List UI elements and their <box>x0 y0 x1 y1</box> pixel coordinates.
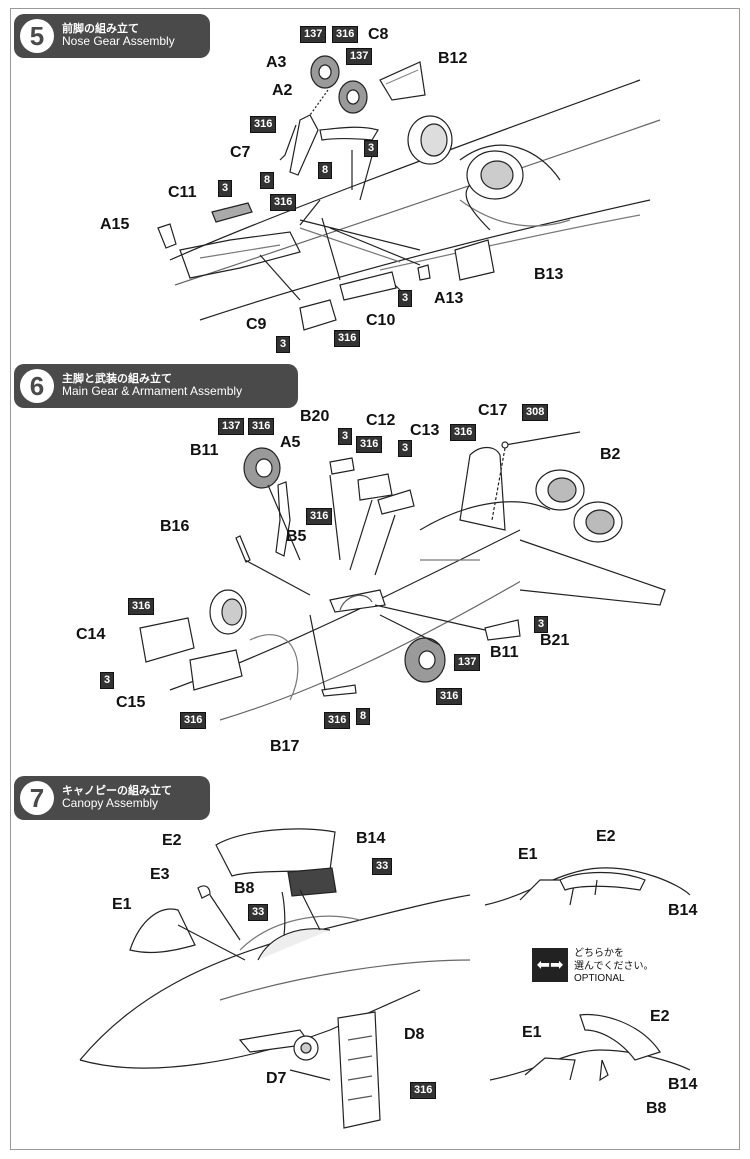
part-label-c9: C9 <box>246 316 267 333</box>
paint-code-badge: 8 <box>318 162 333 179</box>
optional-jp-line2: 選んでください。 <box>574 960 654 972</box>
step7-option-a-drawing <box>484 867 691 906</box>
part-label-c7: C7 <box>230 144 251 161</box>
paint-code-badge: 137 <box>300 26 327 43</box>
optional-note: ⬅➡ どちらかを 選んでください。 OPTIONAL <box>532 948 654 986</box>
step6-title-en: Main Gear & Armament Assembly <box>62 384 243 399</box>
paint-code-badge: 3 <box>338 428 353 445</box>
paint-code-badge: 137 <box>218 418 245 435</box>
step6-title-jp: 主脚と武装の組み立て <box>62 372 172 385</box>
option-b-label-e2: E2 <box>650 1008 670 1025</box>
step5-fuselage-drawing <box>169 79 661 321</box>
step5-title-en: Nose Gear Assembly <box>62 34 175 49</box>
paint-code-badge: 3 <box>398 290 413 307</box>
part-label-c14: C14 <box>76 626 106 643</box>
part-label-b11-bottom: B11 <box>490 644 519 661</box>
step7-title-en: Canopy Assembly <box>62 796 159 811</box>
part-label-c15: C15 <box>116 694 146 711</box>
step5-header: 5 前脚の組み立て Nose Gear Assembly <box>14 14 210 58</box>
part-label-a3: A3 <box>266 54 287 71</box>
part-label-b16: B16 <box>160 518 190 535</box>
paint-code-badge: 316 <box>356 436 383 453</box>
part-label-b14: B14 <box>356 830 386 847</box>
paint-code-badge: 316 <box>248 418 275 435</box>
paint-code-badge: 316 <box>128 598 155 615</box>
part-label-b21: B21 <box>540 632 570 649</box>
paint-code-badge: 137 <box>346 48 373 65</box>
part-label-d8: D8 <box>404 1026 425 1043</box>
part-label-b20: B20 <box>300 408 330 425</box>
option-a-label-b14: B14 <box>668 902 698 919</box>
step6-parts <box>139 431 581 697</box>
optional-en: OPTIONAL <box>574 973 625 984</box>
paint-code-badge: 308 <box>522 404 549 421</box>
step6-header: 6 主脚と武装の組み立て Main Gear & Armament Assemb… <box>14 364 298 408</box>
step6-number: 6 <box>20 369 54 403</box>
step7-fuselage-drawing <box>79 894 471 1069</box>
paint-code-badge: 8 <box>260 172 275 189</box>
paint-code-badge: 316 <box>334 330 361 347</box>
part-label-c13: C13 <box>410 422 440 439</box>
step5-title-jp: 前脚の組み立て <box>62 22 139 35</box>
part-label-e2: E2 <box>162 832 182 849</box>
paint-code-badge: 3 <box>100 672 115 689</box>
option-a-label-e1: E1 <box>518 846 538 863</box>
part-label-c17: C17 <box>478 402 508 419</box>
step7-option-b-drawing <box>489 1013 691 1082</box>
part-label-e3: E3 <box>150 866 170 883</box>
paint-code-badge: 316 <box>270 194 297 211</box>
part-label-e1: E1 <box>112 896 132 913</box>
part-label-a13: A13 <box>434 290 464 307</box>
paint-code-badge: 33 <box>248 904 269 921</box>
part-label-b12: B12 <box>438 50 468 67</box>
paint-code-badge: 316 <box>436 688 463 705</box>
paint-code-badge: 316 <box>306 508 333 525</box>
paint-code-badge: 316 <box>450 424 477 441</box>
option-b-label-b14: B14 <box>668 1076 698 1093</box>
paint-code-badge: 316 <box>410 1082 437 1099</box>
part-label-c8: C8 <box>368 26 389 43</box>
option-b-label-e1: E1 <box>522 1024 542 1041</box>
part-label-b17: B17 <box>270 738 300 755</box>
paint-code-badge: 33 <box>372 858 393 875</box>
part-label-a15: A15 <box>100 216 130 233</box>
part-label-a2: A2 <box>272 82 293 99</box>
part-label-c12: C12 <box>366 412 396 429</box>
part-label-b11-top: B11 <box>190 442 219 459</box>
part-label-c11: C11 <box>168 184 197 201</box>
part-label-b13: B13 <box>534 266 564 283</box>
part-label-b2: B2 <box>600 446 621 463</box>
part-label-b5: B5 <box>286 528 307 545</box>
paint-code-badge: 137 <box>454 654 481 671</box>
paint-code-badge: 3 <box>276 336 291 353</box>
paint-code-badge: 3 <box>534 616 549 633</box>
paint-code-badge: 3 <box>398 440 413 457</box>
optional-jp-line1: どちらかを <box>574 948 624 959</box>
paint-code-badge: 8 <box>356 708 371 725</box>
paint-code-badge: 316 <box>324 712 351 729</box>
page-frame <box>10 8 740 1150</box>
arrows-both-ways-icon: ⬅➡ <box>532 948 568 982</box>
step7-number: 7 <box>20 781 54 815</box>
part-label-c10: C10 <box>366 312 396 329</box>
paint-code-badge: 316 <box>250 116 277 133</box>
step5-parts <box>157 55 495 331</box>
paint-code-badge: 3 <box>218 180 233 197</box>
step7-header: 7 キャノピーの組み立て Canopy Assembly <box>14 776 210 820</box>
paint-code-badge: 316 <box>332 26 359 43</box>
part-label-b8: B8 <box>234 880 255 897</box>
option-a-label-e2: E2 <box>596 828 616 845</box>
part-label-d7: D7 <box>266 1070 287 1087</box>
paint-code-badge: 316 <box>180 712 207 729</box>
part-label-a5: A5 <box>280 434 301 451</box>
option-b-label-b8: B8 <box>646 1100 667 1117</box>
step7-parts <box>129 828 381 1129</box>
step5-number: 5 <box>20 19 54 53</box>
paint-code-badge: 3 <box>364 140 379 157</box>
step7-title-jp: キャノピーの組み立て <box>62 784 172 797</box>
